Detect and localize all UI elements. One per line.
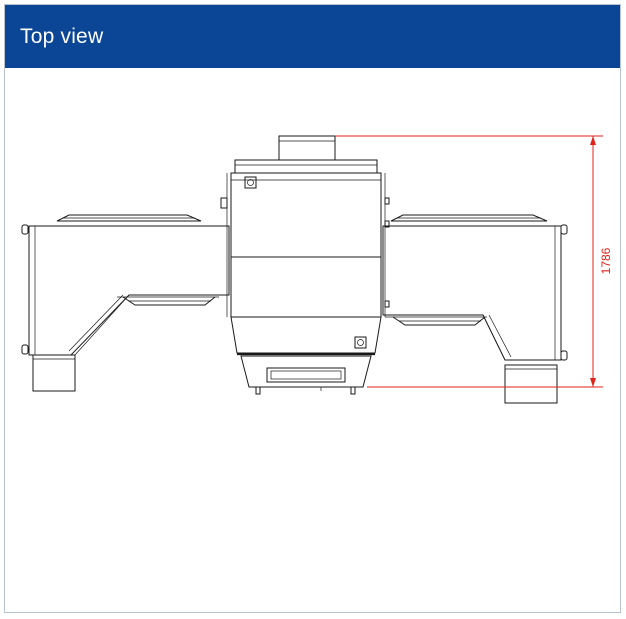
top-view-card: Top view [4, 4, 621, 613]
section-title: Top view [20, 24, 104, 48]
right-wing [382, 214, 568, 404]
top-view-drawing: 1786 [21, 135, 613, 404]
dimension-label: 1786 [599, 247, 613, 274]
left-wing [21, 214, 230, 392]
height-dimension: 1786 [335, 135, 613, 388]
section-header: Top view [5, 5, 620, 68]
central-unit [220, 135, 390, 395]
